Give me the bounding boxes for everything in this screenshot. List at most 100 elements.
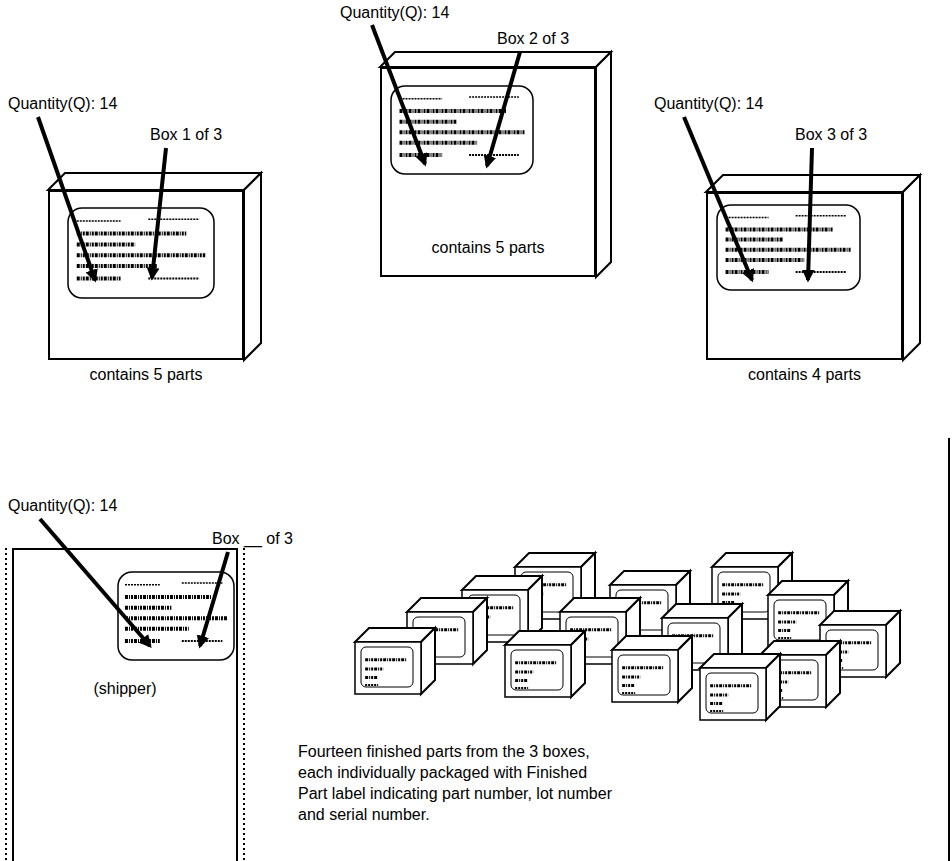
box-front	[380, 67, 596, 277]
leader-line	[152, 148, 166, 278]
finished-parts	[355, 553, 900, 720]
label-barcode	[515, 687, 528, 689]
label-holder: Quantity(Q): 14	[340, 4, 449, 22]
label-barcode	[365, 658, 407, 661]
box-side	[766, 654, 780, 720]
label-barcode	[365, 684, 378, 686]
shipper-ground	[12, 548, 238, 861]
label-barcode	[125, 606, 171, 610]
note-text: Fourteen finished parts from the 3 boxes…	[298, 741, 620, 825]
finished-part	[355, 628, 435, 694]
finished-part	[505, 631, 585, 697]
label-barcode	[796, 215, 846, 217]
carton-box: contains 4 parts	[706, 192, 903, 360]
leader-line	[487, 52, 520, 166]
callout-label: Quantity(Q): 14	[8, 497, 117, 515]
shipper-fold	[5, 548, 7, 861]
box-front	[48, 190, 244, 360]
finished-part	[612, 636, 692, 702]
contents-note: contains 4 parts	[748, 366, 861, 384]
box-side	[421, 628, 435, 694]
carton-box: contains 5 parts	[48, 190, 244, 360]
box-front	[706, 192, 903, 360]
label-outline	[511, 650, 563, 690]
label-holder: Box __ of 3	[212, 530, 293, 548]
label-barcode	[77, 220, 121, 222]
label-barcode	[726, 217, 769, 219]
label-barcode	[148, 218, 199, 220]
callout-label: Box 3 of 3	[795, 126, 867, 144]
box-side	[473, 598, 487, 664]
box-side	[678, 636, 692, 702]
label-barcode	[710, 702, 723, 705]
callout-label: Quantity(Q): 14	[8, 95, 117, 113]
label-barcode	[125, 584, 160, 586]
box-side	[826, 641, 840, 707]
label-barcode	[778, 611, 820, 614]
contents-note: contains 5 parts	[90, 366, 203, 384]
label-holder: Box 3 of 3	[795, 126, 867, 144]
label-barcode	[726, 258, 805, 262]
callout-label: Box 1 of 3	[150, 126, 222, 144]
box-front	[612, 650, 678, 702]
label-barcode	[400, 98, 443, 100]
label-barcode	[622, 684, 635, 687]
label-barcode	[182, 582, 223, 584]
label-holder: Quantity(Q): 14	[654, 95, 763, 113]
label-barcode	[125, 595, 212, 599]
label-barcode	[710, 694, 728, 697]
label-barcode	[77, 277, 121, 281]
label-barcode	[400, 130, 525, 134]
shipper-fold	[243, 548, 245, 861]
label-barcode	[722, 583, 764, 586]
contents-note: contains 5 parts	[432, 239, 545, 257]
label-barcode	[796, 271, 846, 273]
callout-label: Quantity(Q): 14	[654, 95, 763, 113]
label-barcode	[365, 676, 378, 679]
finished-part	[700, 654, 780, 720]
label-barcode	[469, 154, 519, 156]
label-barcode	[726, 248, 852, 252]
box-front	[355, 642, 421, 694]
label-barcode	[400, 141, 478, 145]
leader-line	[40, 519, 150, 646]
label-outline	[618, 655, 670, 695]
label-outline	[361, 647, 413, 687]
label-holder: Fourteen finished parts from the 3 boxes…	[298, 741, 620, 825]
label-barcode	[622, 676, 640, 679]
boxes	[6, 52, 920, 861]
callout-label: Box __ of 3	[212, 530, 293, 548]
label-holder: Quantity(Q): 14	[8, 95, 117, 113]
leader-line	[200, 552, 228, 646]
box-side	[244, 173, 261, 360]
label-barcode	[77, 242, 135, 246]
label-barcode	[515, 679, 528, 682]
box-top	[380, 52, 611, 67]
label-holder: Box 2 of 3	[497, 30, 569, 48]
label-barcode	[722, 593, 740, 596]
label-barcode	[77, 253, 205, 257]
label-barcode	[515, 661, 557, 664]
shipper-name: (shipper)	[93, 680, 156, 698]
callout-label: Box 2 of 3	[497, 30, 569, 48]
label-barcode	[125, 616, 227, 620]
frame-line	[948, 438, 950, 861]
label-outline	[774, 600, 826, 640]
label-barcode	[710, 710, 723, 712]
box-front	[505, 645, 571, 697]
shipper-box: (shipper)	[12, 548, 238, 861]
label-holder: Box 1 of 3	[150, 126, 222, 144]
box-top	[48, 173, 261, 190]
label-barcode	[778, 637, 791, 639]
leader-line	[684, 117, 752, 280]
part-front	[612, 650, 678, 702]
leader-line	[808, 148, 812, 280]
carton-box: contains 5 parts	[380, 67, 596, 277]
box-side	[903, 175, 920, 360]
box-front	[700, 668, 766, 720]
label-barcode	[622, 666, 664, 669]
part-front	[505, 645, 571, 697]
part-front	[355, 642, 421, 694]
label-holder: Quantity(Q): 14	[8, 497, 117, 515]
